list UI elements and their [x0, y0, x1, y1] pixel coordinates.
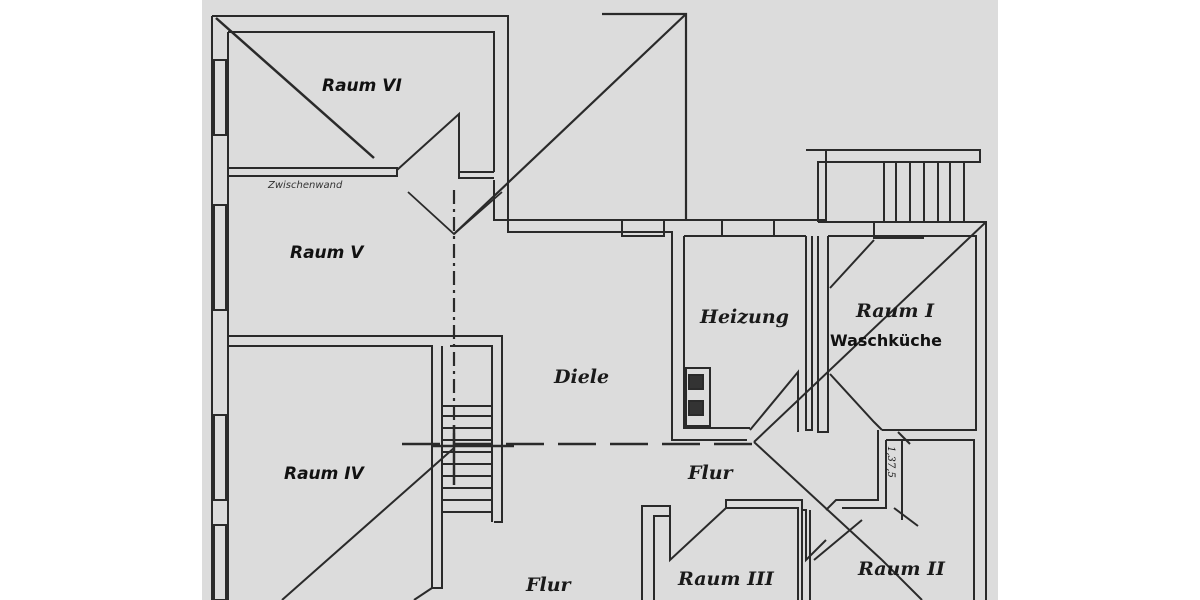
window: [213, 524, 227, 600]
room-label-raum-ii: Raum II: [858, 558, 945, 580]
boiler-icon: [688, 400, 704, 416]
room-label-heizung: Heizung: [700, 306, 789, 328]
outer-wall-top-left: [212, 15, 614, 233]
room-label-flur-upper: Flur: [688, 462, 733, 484]
dimension-annotation: 1,37,5: [885, 446, 896, 478]
room-label-raum-vi: Raum VI: [322, 76, 402, 96]
window: [213, 204, 227, 311]
annotation-zwischenwand: Zwischenwand: [268, 180, 343, 191]
room-label-raum-i: Raum I: [856, 300, 934, 322]
room-label-flur-lower: Flur: [526, 574, 571, 596]
room-label-raum-iii: Raum III: [678, 568, 774, 590]
room-label-raum-iv: Raum IV: [284, 464, 364, 484]
inner-wall-top-left: [228, 31, 495, 172]
window: [213, 59, 227, 136]
heating-unit: [685, 367, 711, 427]
zwischenwand-wall: [228, 167, 398, 177]
heizung-outer: [508, 231, 747, 441]
boiler-icon: [688, 374, 704, 390]
floor-plan: Raum VI Zwischenwand Raum V Raum IV Diel…: [202, 0, 998, 600]
floor-plan-drawing: [211, 12, 987, 600]
room-label-diele: Diele: [554, 366, 610, 388]
room-label-waschkueche: Waschküche: [830, 331, 943, 350]
room-label-raum-v: Raum V: [290, 243, 364, 263]
window: [213, 414, 227, 501]
